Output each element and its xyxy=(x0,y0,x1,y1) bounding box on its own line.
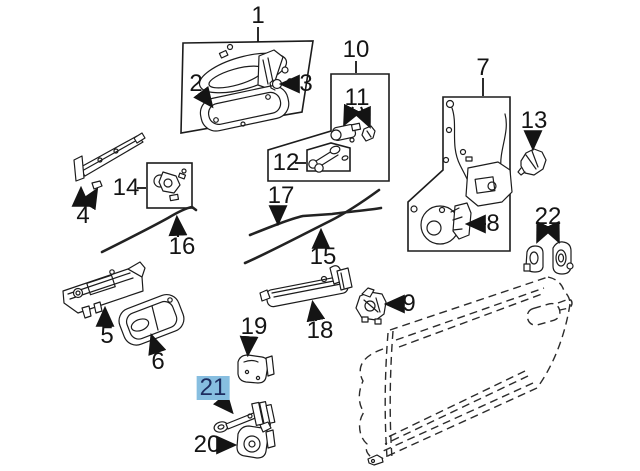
part-drawing-door-latch xyxy=(442,99,513,207)
part-label-11[interactable]: 11 xyxy=(344,84,370,111)
part-drawing-lower-hinge xyxy=(236,421,276,459)
part-label-19[interactable]: 19 xyxy=(240,313,268,340)
part-label-21[interactable]: 21 xyxy=(196,376,230,400)
part-drawing-striker-right xyxy=(552,241,574,275)
part-label-5[interactable]: 5 xyxy=(100,322,114,349)
part-drawing-handle-bezel xyxy=(118,293,185,346)
part-label-20[interactable]: 20 xyxy=(193,431,221,458)
callout-stems xyxy=(137,27,484,189)
part-label-22[interactable]: 22 xyxy=(534,203,562,230)
part-drawing-rod-clamp xyxy=(355,287,387,325)
part-drawing-handle-base-rail xyxy=(73,132,146,190)
part-drawing-inner-handle-assembly xyxy=(259,265,353,308)
part-label-10[interactable]: 10 xyxy=(342,36,370,63)
part-label-3[interactable]: 3 xyxy=(299,70,313,97)
group-box-10 xyxy=(267,73,390,182)
part-drawing-handle-seal xyxy=(199,85,290,132)
part-drawing-cylinder-set xyxy=(153,168,187,202)
part-label-17[interactable]: 17 xyxy=(267,182,295,209)
part-label-13[interactable]: 13 xyxy=(520,107,548,134)
part-label-1[interactable]: 1 xyxy=(251,2,265,29)
part-drawing-upper-hinge xyxy=(237,354,275,384)
part-label-16[interactable]: 16 xyxy=(168,233,196,260)
part-drawing-cylinder-clip xyxy=(361,125,376,142)
part-drawing-outer-handle xyxy=(198,43,293,94)
part-label-15[interactable]: 15 xyxy=(309,243,337,270)
part-drawing-keys xyxy=(308,145,349,173)
door-outline xyxy=(358,276,573,466)
part-label-7[interactable]: 7 xyxy=(476,54,490,81)
part-label-6[interactable]: 6 xyxy=(151,348,165,375)
part-label-4[interactable]: 4 xyxy=(76,202,90,229)
part-label-9[interactable]: 9 xyxy=(402,290,416,317)
part-drawing-rod-17 xyxy=(248,206,383,237)
part-label-18[interactable]: 18 xyxy=(306,317,334,344)
part-drawing-rod-16 xyxy=(100,205,198,254)
part-label-8[interactable]: 8 xyxy=(486,210,500,237)
part-label-12[interactable]: 12 xyxy=(272,149,300,176)
part-label-14[interactable]: 14 xyxy=(112,174,140,201)
part-label-2[interactable]: 2 xyxy=(189,70,203,97)
part-drawing-rod-15 xyxy=(243,188,381,265)
part-drawing-striker-left xyxy=(523,245,544,273)
callout-arrows xyxy=(71,74,560,455)
part-drawing-cylinder-cover xyxy=(517,148,547,176)
